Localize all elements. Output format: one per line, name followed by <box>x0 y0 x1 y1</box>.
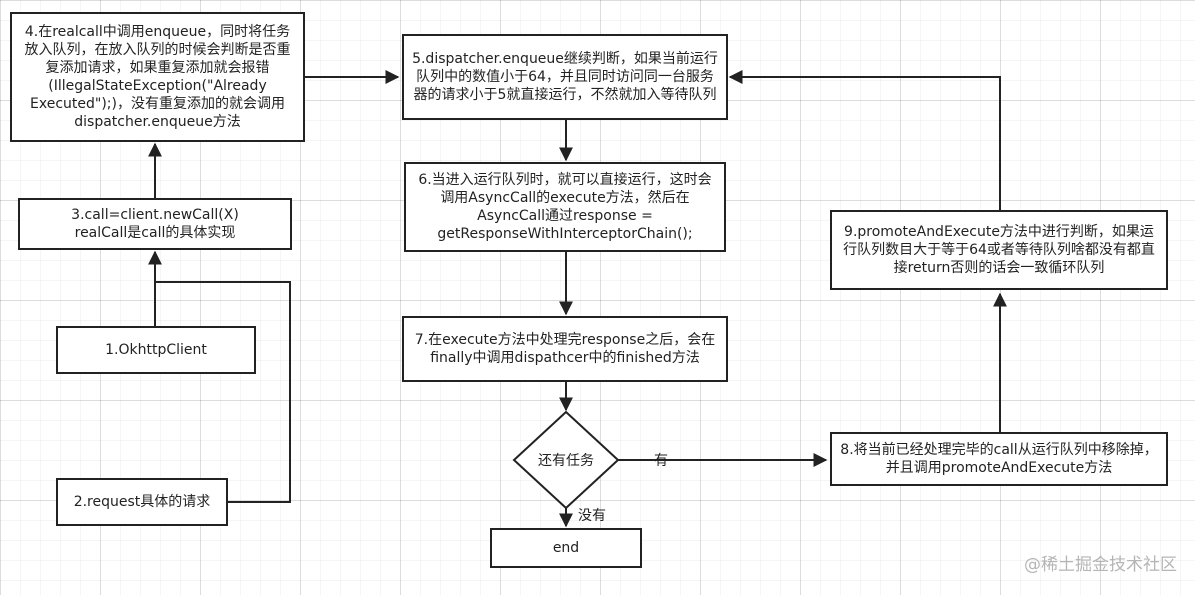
node-1-okhttpclient: 1.OkhttpClient <box>56 326 256 374</box>
node-9-promote-execute: 9.promoteAndExecute方法中进行判断，如果运行队列数目大于等于6… <box>830 210 1168 290</box>
edge-label-no: 没有 <box>578 508 606 524</box>
edge-label-yes: 有 <box>654 453 668 469</box>
node-6-async-execute: 6.当进入运行队列时，就可以直接运行，这时会调用AsyncCall的execut… <box>404 162 726 252</box>
node-4-realcall-enqueue: 4.在realcall中调用enqueue，同时将任务放入队列，在放入队列的时候… <box>10 12 305 142</box>
node-3-line-1: 3.call=client.newCall(X) <box>71 207 239 223</box>
edge-2-to-3 <box>155 281 291 503</box>
decision-label: 还有任务 <box>538 453 594 469</box>
node-7-finished: 7.在execute方法中处理完response之后，会在finally中调用d… <box>402 316 728 382</box>
node-5-dispatcher-enqueue: 5.dispatcher.enqueue继续判断，如果当前运行队列中的数值小于6… <box>402 34 728 120</box>
node-8-remove-call: 8.将当前已经处理完毕的call从运行队列中移除掉，并且调用promoteAnd… <box>830 432 1168 486</box>
node-3-line-2: realCall是call的具体实现 <box>74 225 236 241</box>
decision-diamond <box>512 410 620 510</box>
node-end: end <box>490 528 642 568</box>
edge-9-to-5 <box>728 70 1001 210</box>
node-2-request: 2.request具体的请求 <box>56 478 228 526</box>
node-3-newcall: 3.call=client.newCall(X) realCall是call的具… <box>18 198 292 250</box>
watermark-text: @稀土掘金技术社区 <box>1024 555 1177 575</box>
